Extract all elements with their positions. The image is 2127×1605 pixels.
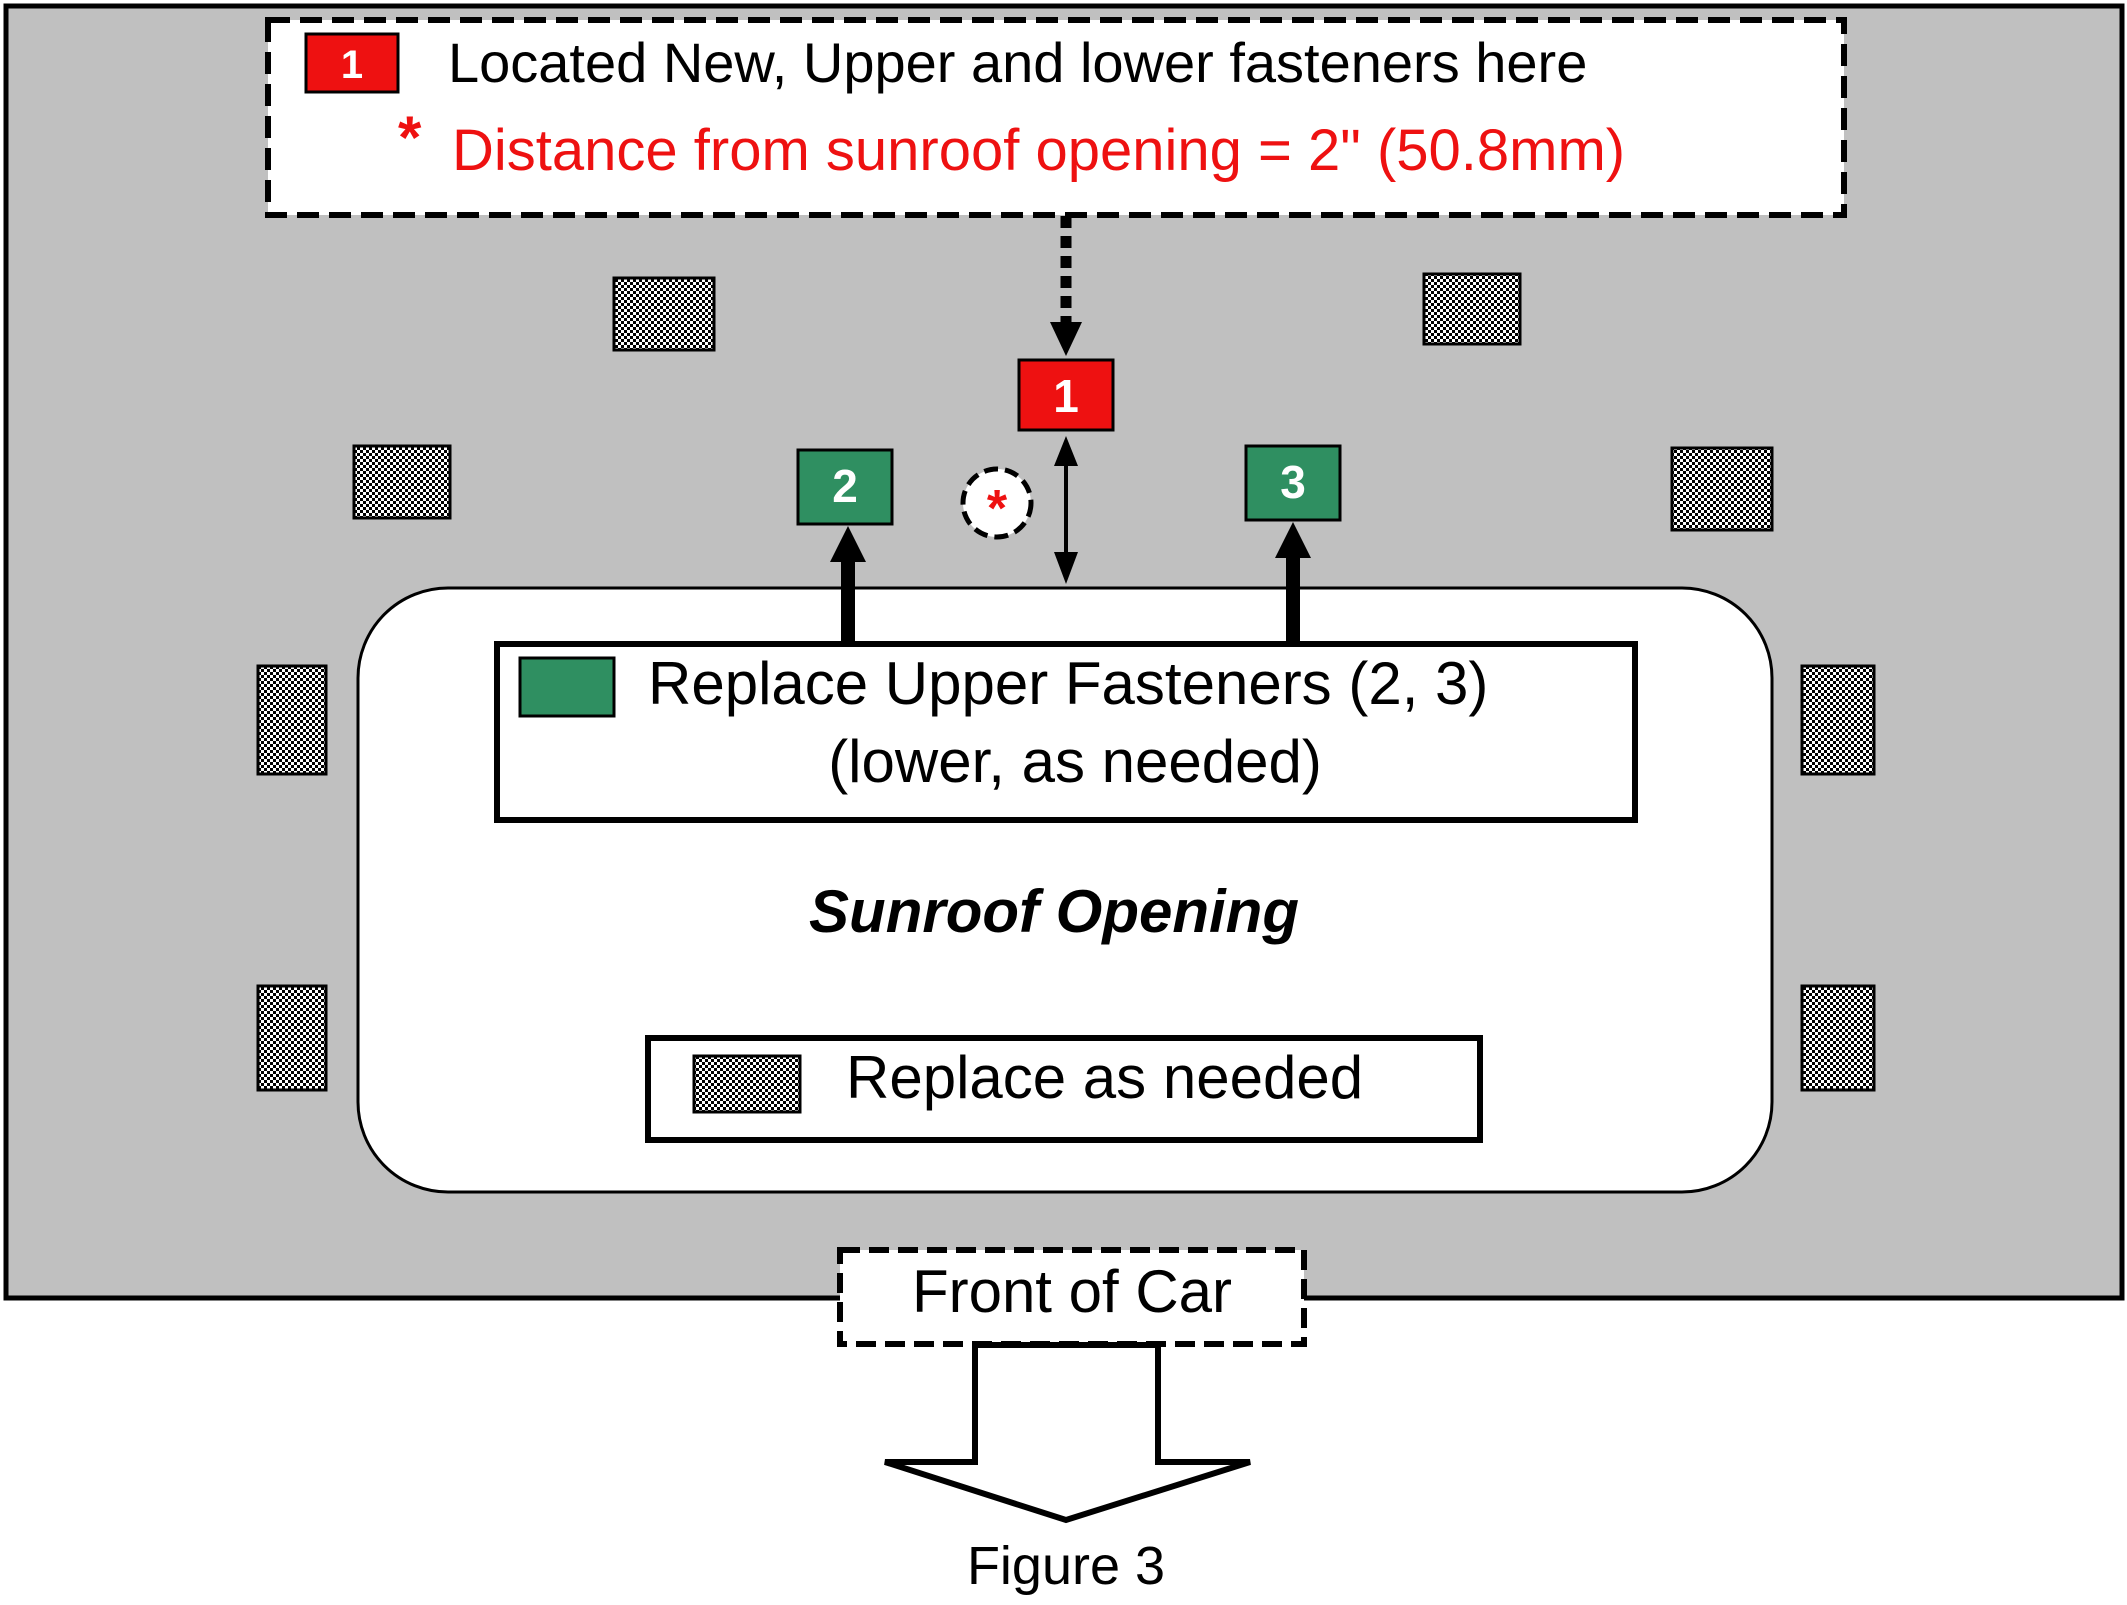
green-legend-line1: Replace Upper Fasteners (2, 3) bbox=[648, 650, 1488, 717]
legend-asterisk: * bbox=[398, 104, 422, 171]
arrowhead-fastener-2 bbox=[830, 526, 866, 562]
distance-symbol-asterisk: * bbox=[987, 480, 1008, 538]
distance-symbol-circle bbox=[960, 466, 1034, 540]
hatched-fastener bbox=[1422, 272, 1522, 346]
fastener-1-number: 1 bbox=[1053, 370, 1079, 422]
top-legend-box bbox=[265, 17, 1847, 218]
green-legend-box bbox=[494, 641, 1638, 823]
distance-arrowhead-down bbox=[1054, 552, 1078, 584]
legend-red-marker bbox=[304, 32, 400, 94]
front-label-box bbox=[837, 1247, 1307, 1347]
fastener-2-green bbox=[796, 448, 894, 526]
figure-caption: Figure 3 bbox=[967, 1536, 1165, 1596]
hatched-legend-label: Replace as needed bbox=[846, 1044, 1363, 1111]
fastener-1-red bbox=[1017, 358, 1115, 432]
legend-red-marker-number: 1 bbox=[341, 43, 363, 87]
distance-arrowhead-up bbox=[1054, 436, 1078, 466]
front-label: Front of Car bbox=[912, 1258, 1232, 1325]
hatched-fastener bbox=[612, 276, 716, 352]
hatched-fastener bbox=[1800, 984, 1876, 1092]
legend-distance-text: Distance from sunroof opening = 2" (50.8… bbox=[452, 118, 1625, 183]
hatched-legend-swatch bbox=[692, 1054, 802, 1114]
legend-dashed-arrowhead bbox=[1050, 322, 1082, 356]
front-direction-arrow bbox=[884, 1342, 1251, 1524]
arrowhead-fastener-3 bbox=[1275, 522, 1311, 558]
hatched-fastener bbox=[352, 444, 452, 520]
fastener-3-green bbox=[1244, 444, 1342, 522]
fastener-3-number: 3 bbox=[1280, 456, 1306, 508]
legend-located-text: Located New, Upper and lower fasteners h… bbox=[448, 31, 1587, 94]
hatched-fastener bbox=[256, 984, 328, 1092]
hatched-fastener bbox=[256, 664, 328, 776]
sunroof-opening-label: Sunroof Opening bbox=[809, 878, 1299, 945]
hatched-fastener bbox=[1670, 446, 1774, 532]
green-legend-swatch bbox=[518, 656, 616, 718]
fastener-2-number: 2 bbox=[832, 460, 858, 512]
hatched-fasteners bbox=[256, 272, 1876, 1092]
green-legend-line2: (lower, as needed) bbox=[828, 728, 1322, 795]
hatched-fastener bbox=[1800, 664, 1876, 776]
